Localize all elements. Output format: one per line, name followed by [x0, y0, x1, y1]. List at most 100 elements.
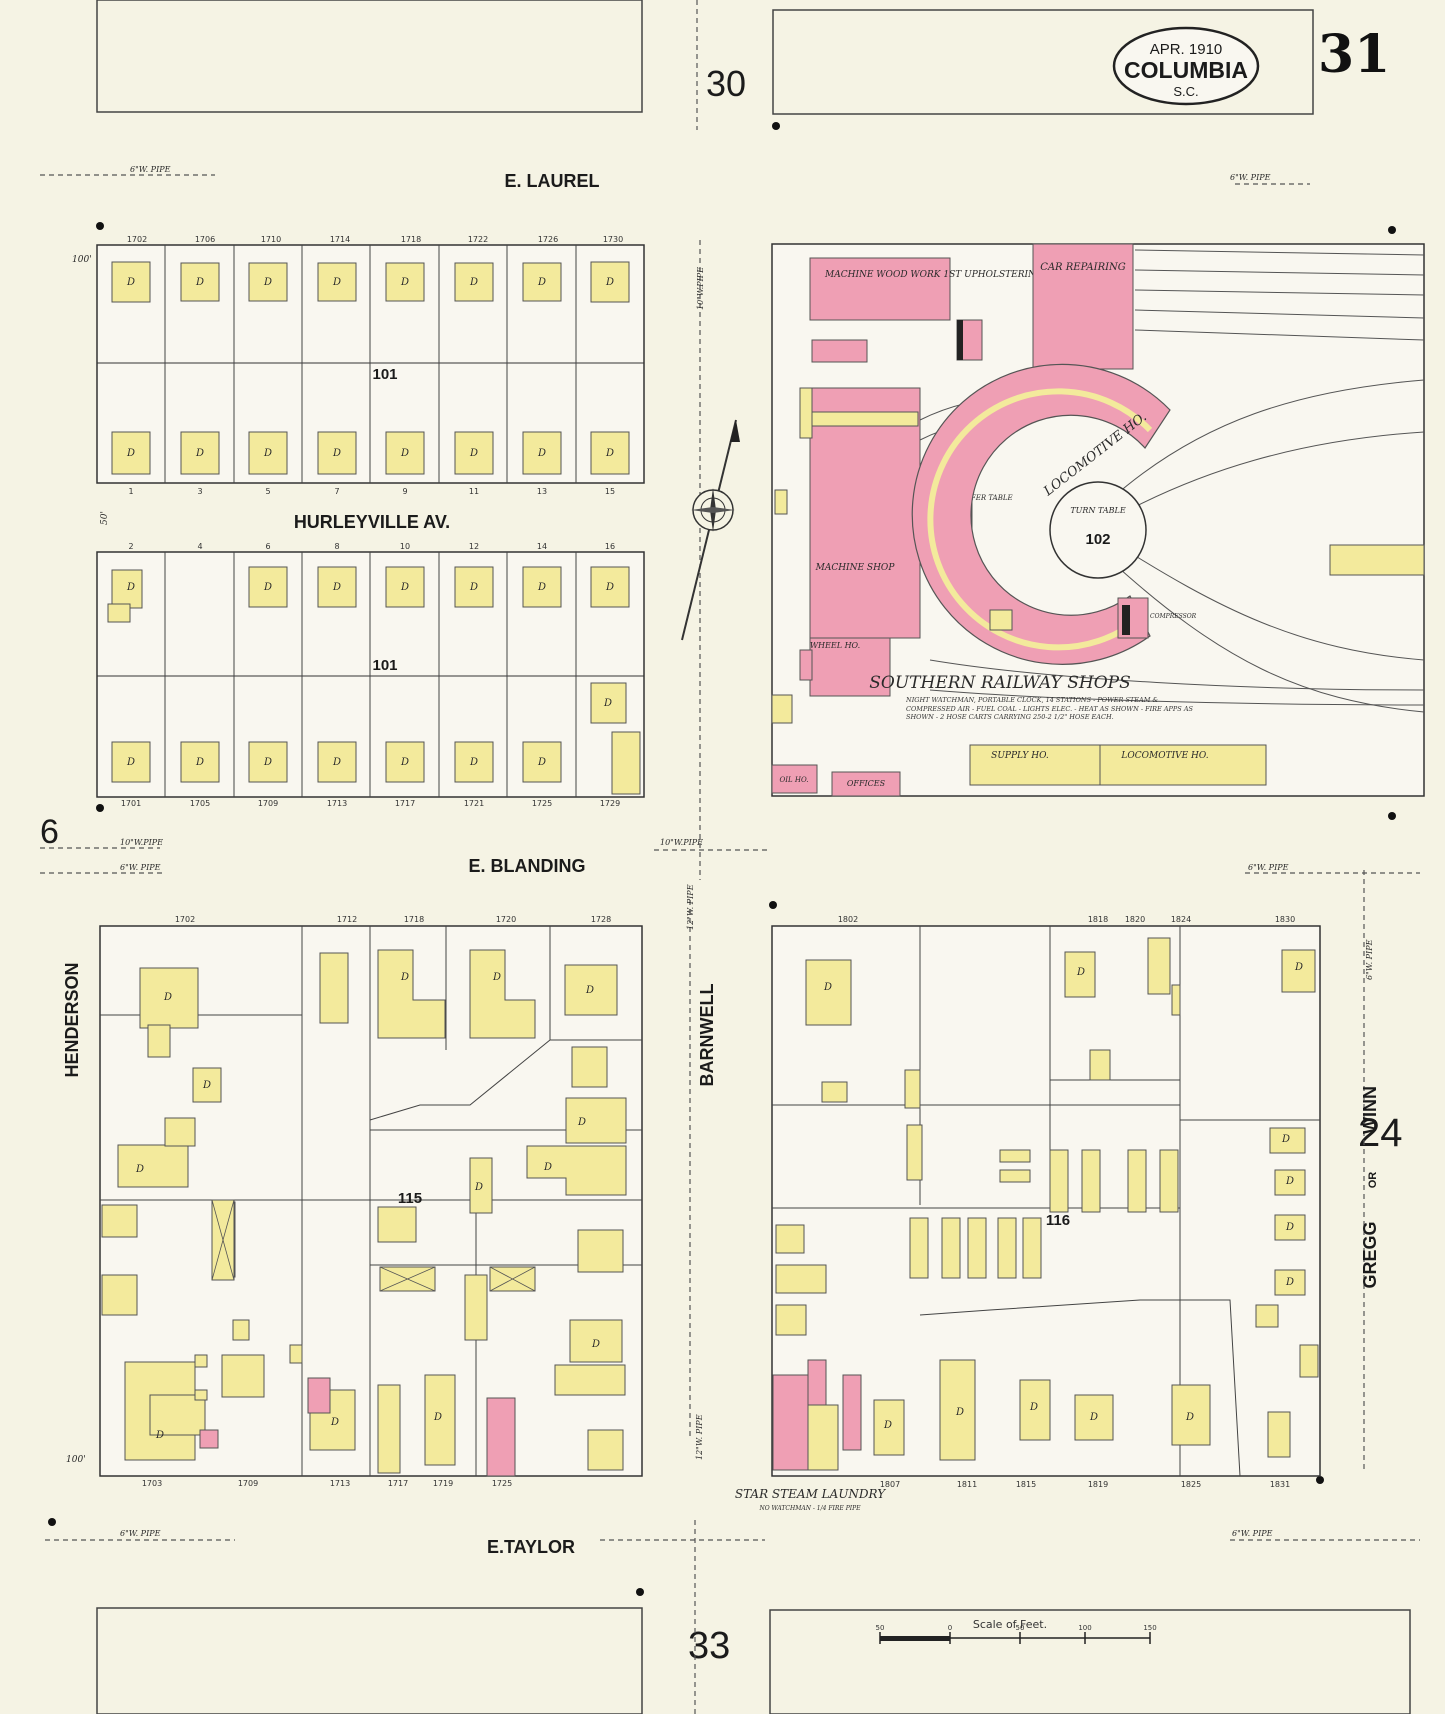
- street-e-taylor: E.TAYLOR: [487, 1537, 575, 1557]
- pipe-label-barnwell-taylor: 12"W. PIPE: [695, 1414, 704, 1460]
- svg-text:7: 7: [334, 487, 339, 496]
- svg-text:D: D: [263, 757, 272, 768]
- svg-text:1718: 1718: [401, 235, 421, 244]
- pipe-label-barnwell-s: 12"W. PIPE: [686, 884, 695, 930]
- svg-text:D: D: [537, 582, 546, 593]
- svg-text:D: D: [577, 1117, 586, 1128]
- svg-text:D: D: [433, 1412, 442, 1423]
- svg-text:D: D: [1185, 1412, 1194, 1423]
- svg-text:50: 50: [1016, 1624, 1025, 1632]
- sheet-number: 31: [1318, 24, 1390, 85]
- svg-text:D: D: [332, 277, 341, 288]
- adjacent-sheet-southeast: 24: [1358, 1111, 1403, 1155]
- svg-text:D: D: [469, 582, 478, 593]
- svg-text:D: D: [823, 982, 832, 993]
- cartouche-city: COLUMBIA: [1124, 57, 1248, 83]
- pipe-label-blanding-e: 6"W. PIPE: [1248, 863, 1289, 872]
- transfer-table-label: TRANSFER TABLE: [945, 494, 1013, 502]
- block-number-116: 116: [1046, 1212, 1070, 1229]
- street-hurleyville-av: HURLEYVILLE AV.: [294, 512, 450, 532]
- street-winn: WINN: [1360, 1086, 1380, 1134]
- svg-text:D: D: [585, 985, 594, 996]
- pipe-label-laurel-e: 6"W. PIPE: [1230, 173, 1271, 182]
- svg-text:D: D: [537, 277, 546, 288]
- laundry-note: NO WATCHMAN - 1/4 FIRE PIPE: [758, 1505, 861, 1512]
- pipe-label-blanding-w1: 10"W.PIPE: [120, 838, 163, 847]
- svg-text:D: D: [263, 448, 272, 459]
- svg-text:1719: 1719: [433, 1479, 453, 1488]
- block-102-railway-shops: MACHINE WOOD WORK 1ST UPHOLSTERING & CLE…: [771, 243, 1425, 797]
- compass-north-arrow: [681, 419, 740, 641]
- svg-text:1729: 1729: [600, 799, 620, 808]
- svg-text:D: D: [469, 448, 478, 459]
- svg-text:1831: 1831: [1270, 1480, 1290, 1489]
- railway-note: NIGHT WATCHMAN, PORTABLE CLOCK, 14 STATI…: [906, 696, 1193, 721]
- svg-text:D: D: [263, 277, 272, 288]
- svg-text:1802: 1802: [838, 915, 858, 924]
- svg-text:D: D: [469, 757, 478, 768]
- svg-text:1703: 1703: [142, 1479, 162, 1488]
- svg-text:D: D: [1076, 967, 1085, 978]
- svg-text:D: D: [332, 757, 341, 768]
- car-repairing-label: CAR REPAIRING: [1040, 262, 1126, 273]
- svg-text:1721: 1721: [464, 799, 484, 808]
- scale-label: Scale of Feet.: [973, 1618, 1047, 1631]
- svg-text:10: 10: [400, 542, 410, 551]
- svg-text:D: D: [605, 277, 614, 288]
- svg-text:14: 14: [537, 542, 547, 551]
- svg-text:D: D: [591, 1339, 600, 1350]
- block-number-102: 102: [1085, 531, 1110, 548]
- svg-text:4: 4: [197, 542, 202, 551]
- svg-text:D: D: [155, 1430, 164, 1441]
- pipe-label-barnwell-n: 10"W.PIPE: [696, 267, 705, 310]
- pipe-label-laurel-w: 6"W. PIPE: [130, 165, 171, 174]
- svg-text:D: D: [400, 972, 409, 983]
- street-gregg-or-winn: GREGG OR WINN: [1360, 1086, 1380, 1289]
- oil-ho-label: OIL HO.: [779, 776, 808, 784]
- svg-text:D: D: [1285, 1277, 1294, 1288]
- svg-text:D: D: [1089, 1412, 1098, 1423]
- cartouche-date: APR. 1910: [1150, 41, 1223, 58]
- street-or: OR: [1367, 1172, 1379, 1189]
- svg-text:2: 2: [128, 542, 133, 551]
- svg-text:16: 16: [605, 542, 615, 551]
- svg-text:D: D: [400, 448, 409, 459]
- svg-text:D: D: [474, 1182, 483, 1193]
- pipe-labels: 6"W. PIPE 6"W. PIPE 10"W.PIPE 6"W. PIPE …: [120, 165, 1374, 1538]
- svg-text:13: 13: [537, 487, 547, 496]
- svg-text:D: D: [195, 277, 204, 288]
- svg-text:3: 3: [197, 487, 202, 496]
- svg-text:D: D: [492, 972, 501, 983]
- svg-text:1815: 1815: [1016, 1480, 1036, 1489]
- svg-text:1706: 1706: [195, 235, 215, 244]
- svg-text:1807: 1807: [880, 1480, 900, 1489]
- pipe-label-gregg: 6"W. PIPE: [1365, 939, 1374, 980]
- svg-text:1702: 1702: [127, 235, 147, 244]
- machine-shop-label: MACHINE SHOP: [815, 563, 896, 573]
- svg-text:1728: 1728: [591, 915, 611, 924]
- locomotive-ho-2-label: LOCOMOTIVE HO.: [1120, 751, 1208, 761]
- railway-title: SOUTHERN RAILWAY SHOPS: [869, 673, 1131, 693]
- svg-text:1824: 1824: [1171, 915, 1191, 924]
- svg-text:D: D: [126, 757, 135, 768]
- svg-text:1725: 1725: [492, 1479, 512, 1488]
- dim-50-nw: 50': [100, 511, 110, 525]
- turntable-label: TURN TABLE: [1070, 506, 1126, 515]
- street-barnwell: BARNWELL: [697, 984, 717, 1087]
- svg-text:1709: 1709: [258, 799, 278, 808]
- svg-text:100: 100: [1078, 1624, 1091, 1632]
- svg-text:1825: 1825: [1181, 1480, 1201, 1489]
- svg-text:1819: 1819: [1088, 1480, 1108, 1489]
- adjacent-sheet-box-nw: [96, 0, 643, 113]
- adjacent-sheet-box-ne: [772, 9, 1314, 115]
- svg-text:D: D: [195, 448, 204, 459]
- offices-label: OFFICES: [847, 779, 886, 788]
- svg-text:D: D: [195, 757, 204, 768]
